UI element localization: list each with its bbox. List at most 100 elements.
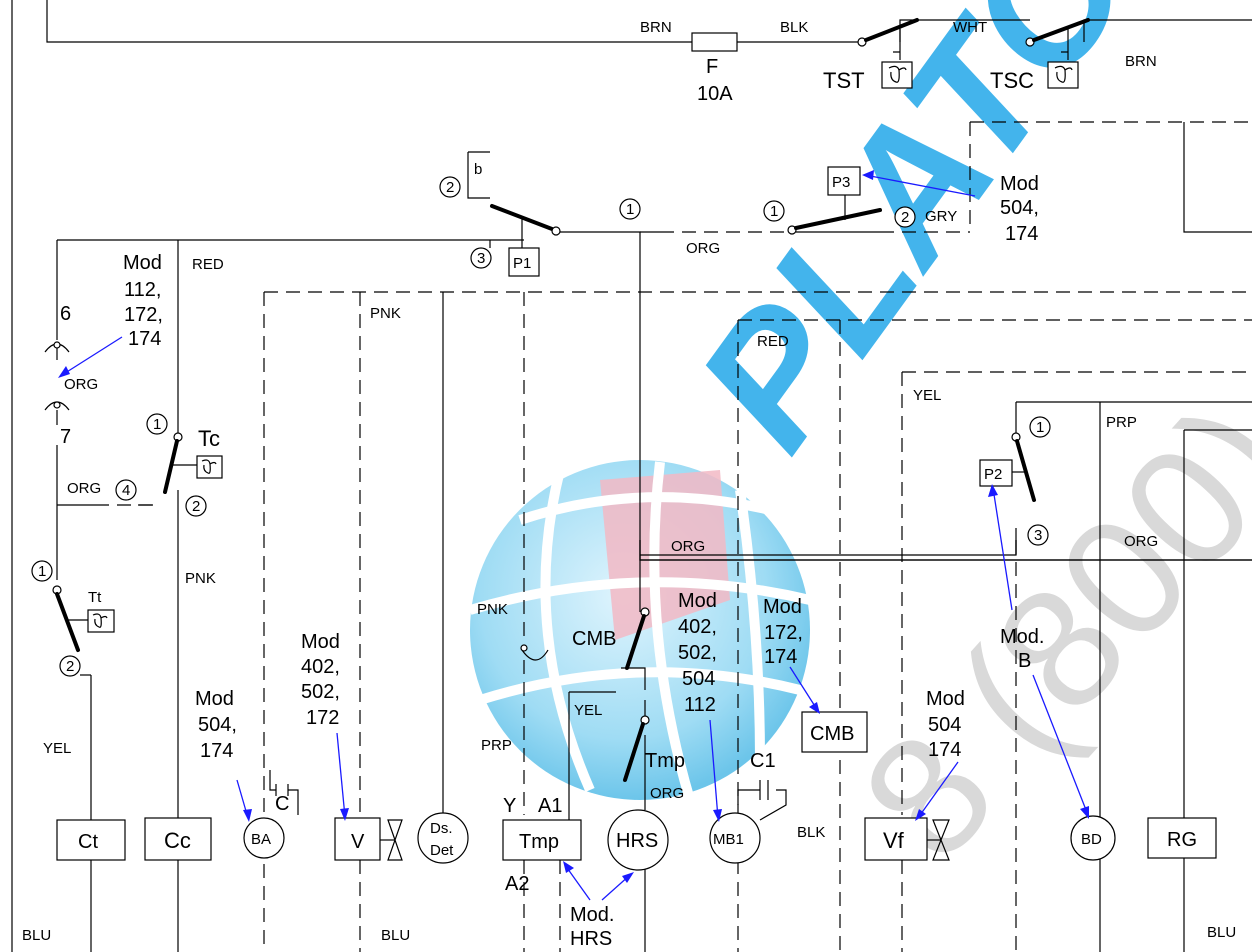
cmb-switch-label: CMB (572, 628, 616, 650)
b-terminal: b (474, 161, 482, 178)
wire-org-left2: ORG (67, 480, 101, 497)
pressure-switch-p1[interactable]: b P1 2 3 1 (439, 161, 641, 277)
wire-brn-top: BRN (640, 19, 672, 36)
model-note-ba: Mod 504, 174 (195, 688, 237, 762)
component-ba[interactable]: BA C (243, 784, 289, 859)
note-line: Mod (301, 631, 340, 653)
tc-label: Tc (198, 426, 220, 451)
terminal-1-p2: 1 (1036, 419, 1044, 436)
solid-wires (11, 0, 1252, 952)
annotation-arrows (58, 170, 1089, 901)
model-note-cmb2: Mod 172, 174 (763, 596, 803, 668)
tsc-label: TSC (990, 68, 1034, 93)
note-line: 174 (764, 646, 797, 668)
component-ds-det[interactable]: Ds. Det (417, 812, 469, 864)
note-line: 172 (306, 707, 339, 729)
thermo-bulb-icon (1054, 65, 1073, 83)
tst-label: TST (823, 68, 865, 93)
wire-org-p: ORG (686, 240, 720, 257)
tmp-label: Tmp (519, 831, 559, 853)
thermo-bulb-icon (201, 459, 217, 474)
note-line: Mod (763, 596, 802, 618)
model-note-hrs: Mod. HRS (570, 904, 614, 950)
thermostat-tc[interactable]: Tc 1 2 4 (115, 413, 223, 517)
capacitor-c1-label: C1 (750, 750, 776, 772)
component-vf[interactable]: Vf (864, 817, 950, 861)
note-line: 502, (301, 681, 340, 703)
model-note-vf: Mod 504 174 (926, 688, 965, 761)
note-line: 504, (1000, 197, 1039, 219)
bd-label: BD (1081, 831, 1102, 848)
p1-label: P1 (513, 255, 531, 272)
component-v[interactable]: V (334, 817, 403, 861)
note-line: 174 (928, 739, 961, 761)
note-line: Mod. (570, 904, 614, 926)
thermostat-tsc[interactable]: TSC (990, 18, 1090, 93)
thermostat-tst[interactable]: TST (823, 18, 919, 93)
connector-6-7: 6 7 (44, 303, 71, 448)
note-line: 504 (928, 714, 961, 736)
tt-label: Tt (88, 589, 102, 606)
hrs-label: HRS (616, 830, 658, 852)
terminal-4: 4 (122, 482, 130, 499)
terminal-2-p1: 2 (446, 179, 454, 196)
component-cc[interactable]: Cc (144, 817, 212, 861)
terminal-1-tc: 1 (153, 416, 161, 433)
cc-label: Cc (164, 828, 191, 853)
note-line: 174 (128, 328, 161, 350)
ds-label: Ds. (430, 820, 453, 837)
note-line: Mod (123, 252, 162, 274)
pressure-switch-p2[interactable]: P2 1 3 (979, 416, 1051, 555)
note-line: Mod (926, 688, 965, 710)
wire-pnk-mid: PNK (477, 601, 508, 618)
wire-blu-mid: BLU (381, 927, 410, 944)
component-ct[interactable]: Ct (56, 819, 126, 861)
note-line: Mod (195, 688, 234, 710)
component-bd[interactable]: BD (1070, 815, 1116, 861)
wire-blu-left: BLU (22, 927, 51, 944)
note-line: Mod (678, 590, 717, 612)
thermostat-tt[interactable]: Tt 1 2 (31, 560, 115, 677)
wire-labels: BRN BLK WHT BRN GRY ORG RED PNK RED YEL … (22, 19, 1236, 944)
component-hrs[interactable]: HRS (607, 809, 669, 871)
component-tmp[interactable]: Tmp Y A1 A2 (502, 795, 582, 895)
pressure-switch-p3[interactable]: P3 1 2 (763, 166, 916, 235)
y-label: Y (503, 795, 516, 817)
terminal-2-tt: 2 (66, 658, 74, 675)
component-rg[interactable]: RG (1147, 817, 1217, 859)
wire-blk-mid: BLK (797, 824, 825, 841)
note-line: Mod (1000, 173, 1039, 195)
wire-pnk-left: PNK (185, 570, 216, 587)
terminal-2-p3: 2 (901, 209, 909, 226)
wire-wht-top: WHT (953, 19, 987, 36)
wire-blu-right: BLU (1207, 924, 1236, 941)
terminal-2-tc: 2 (192, 498, 200, 515)
cmb-switch[interactable]: CMB (520, 607, 650, 690)
wire-yel-right: YEL (913, 387, 941, 404)
wire-prp-right: PRP (1106, 414, 1137, 431)
tmp-switch[interactable]: Tmp (623, 700, 685, 782)
model-note-v: Mod 402, 502, 172 (301, 631, 340, 729)
note-line: 402, (678, 616, 717, 638)
terminal-3-p1: 3 (477, 250, 485, 267)
model-note-p3: Mod 504, 174 (1000, 173, 1039, 245)
note-line: 112, (124, 279, 161, 301)
thermo-bulb-icon (92, 613, 108, 628)
vf-label: Vf (883, 828, 905, 853)
wire-red-mid: RED (757, 333, 789, 350)
note-line: 112 (684, 694, 716, 716)
note-line: HRS (570, 928, 612, 950)
fuse-f[interactable]: F 10A (691, 32, 738, 105)
terminal-1-tt: 1 (38, 563, 46, 580)
component-cmb[interactable]: CMB (801, 711, 868, 753)
component-mb1[interactable]: MB1 C1 (709, 750, 776, 864)
terminal-1-p3: 1 (770, 203, 778, 220)
wire-org-mid: ORG (671, 538, 705, 555)
note-line: 172, (124, 304, 163, 326)
note-line: 174 (200, 740, 233, 762)
note-line: 402, (301, 656, 340, 678)
rg-label: RG (1167, 829, 1197, 851)
fuse-name: F (706, 56, 718, 78)
note-line: 174 (1005, 223, 1038, 245)
